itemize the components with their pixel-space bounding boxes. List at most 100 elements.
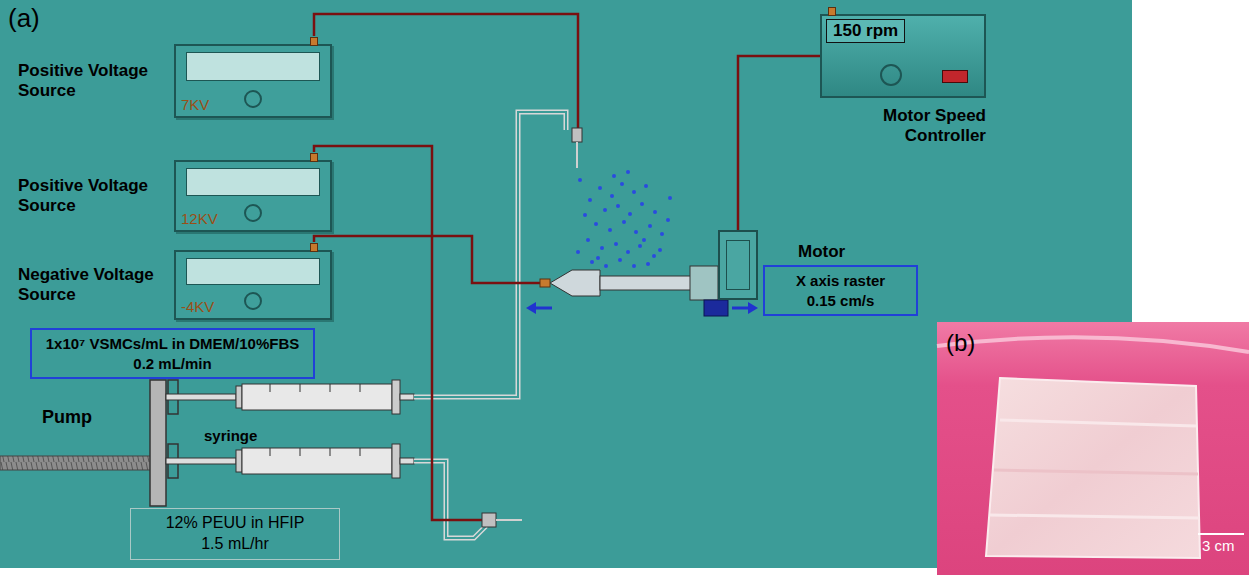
cell-spray	[642, 238, 646, 242]
needle	[482, 513, 496, 527]
cell-spray	[576, 170, 672, 268]
cell-spray	[576, 250, 580, 254]
speed-value: 150 rpm	[833, 21, 898, 41]
raster-stage	[534, 307, 552, 310]
scaffold-photo	[990, 515, 1199, 518]
mandrel	[600, 276, 692, 290]
syringe	[236, 386, 242, 408]
device-label: Motor Speed Controller	[820, 106, 986, 147]
cell-spray	[600, 246, 604, 250]
source-label: Positive Voltage Source	[18, 61, 168, 102]
cell-spray	[626, 170, 630, 174]
voltage-source: Positive Voltage Source7KV	[18, 44, 332, 118]
source-label: Positive Voltage Source	[18, 176, 168, 217]
raster-stage	[732, 307, 750, 310]
high-voltage-wire	[314, 146, 482, 520]
cell-spray	[586, 238, 590, 242]
cell-spray	[583, 213, 587, 217]
part-label: syringe	[204, 428, 257, 445]
syringe	[242, 448, 392, 474]
motor-box: Motor	[718, 230, 758, 300]
info-box: 1x10⁷ VSMCs/mL in DMEM/10%FBS0.2 mL/min	[30, 328, 315, 379]
syringe	[360, 384, 361, 392]
info-text: X axis raster	[775, 271, 906, 291]
cell-spray	[640, 202, 644, 206]
syringe	[166, 380, 414, 478]
meter-knob	[244, 204, 262, 222]
mandrel	[550, 270, 600, 296]
needle	[482, 128, 582, 527]
cell-spray	[604, 264, 608, 268]
pump-drive	[0, 380, 166, 506]
feed-tube	[414, 112, 566, 397]
meter-plug	[310, 243, 318, 252]
cell-spray	[632, 190, 636, 194]
part-label: Pump	[42, 408, 92, 428]
cell-spray	[618, 258, 622, 262]
cell-spray	[614, 242, 618, 246]
syringe	[400, 394, 414, 400]
cell-spray	[626, 250, 630, 254]
syringe	[270, 384, 271, 392]
scaffold-photo	[1000, 420, 1196, 426]
voltage-meter: 12KV	[174, 160, 332, 232]
pump-drive	[150, 380, 166, 506]
mandrel	[690, 266, 718, 300]
raster-stage	[704, 300, 728, 316]
voltage-value: -4KV	[181, 298, 214, 315]
needle	[576, 142, 578, 168]
cell-spray	[594, 222, 598, 226]
cell-spray	[603, 208, 607, 212]
voltage-meter: 7KV	[174, 44, 332, 118]
scaffold-photo	[937, 337, 1249, 352]
controller-plug	[828, 7, 836, 16]
cell-spray	[612, 174, 616, 178]
mandrel	[540, 279, 550, 287]
voltage-value: 12KV	[181, 210, 218, 227]
panel-letter: (b)	[946, 330, 975, 356]
syringe	[392, 380, 400, 414]
scaffold-photo	[994, 470, 1198, 474]
cell-spray	[632, 264, 636, 268]
cell-spray	[668, 196, 672, 200]
syringe	[236, 450, 242, 472]
info-box: X axis raster0.15 cm/s	[763, 265, 918, 316]
syringe	[242, 384, 392, 410]
cell-spray	[622, 220, 626, 224]
high-voltage-wire	[314, 14, 578, 520]
meter-plug	[310, 37, 318, 46]
cell-spray	[652, 254, 656, 258]
power-switch	[942, 70, 968, 83]
scale-label: 3 cm	[1202, 538, 1235, 555]
raster-stage	[748, 302, 758, 314]
cell-spray	[638, 244, 642, 248]
info-text: 12% PEUU in HFIP	[141, 513, 329, 534]
syringe	[330, 384, 331, 392]
info-text: 1x10⁷ VSMCs/mL in DMEM/10%FBS	[42, 334, 303, 354]
meter-knob	[244, 90, 262, 108]
scaffold-photo	[986, 378, 1200, 558]
cell-spray	[666, 218, 670, 222]
cell-spray	[653, 210, 657, 214]
cell-spray	[608, 228, 612, 232]
cell-spray	[634, 230, 638, 234]
high-voltage-wire	[314, 236, 540, 283]
cell-spray	[644, 184, 648, 188]
syringe	[300, 448, 301, 456]
scaffold-photo	[1198, 533, 1244, 535]
syringe	[360, 448, 361, 456]
raster-stage	[526, 300, 758, 316]
raster-stage	[526, 302, 536, 314]
feed-tube	[414, 461, 486, 538]
panel-letter: (a)	[8, 4, 40, 33]
meter-window	[186, 52, 320, 81]
cell-spray	[610, 194, 614, 198]
feed-tube	[414, 461, 486, 538]
meter-knob	[244, 292, 262, 310]
info-text: 1.5 mL/hr	[141, 534, 329, 555]
motor-detail	[726, 240, 750, 290]
cell-spray	[646, 262, 650, 266]
device-label: Motor	[798, 242, 845, 262]
syringe	[330, 448, 331, 456]
controller-knob	[880, 64, 902, 86]
